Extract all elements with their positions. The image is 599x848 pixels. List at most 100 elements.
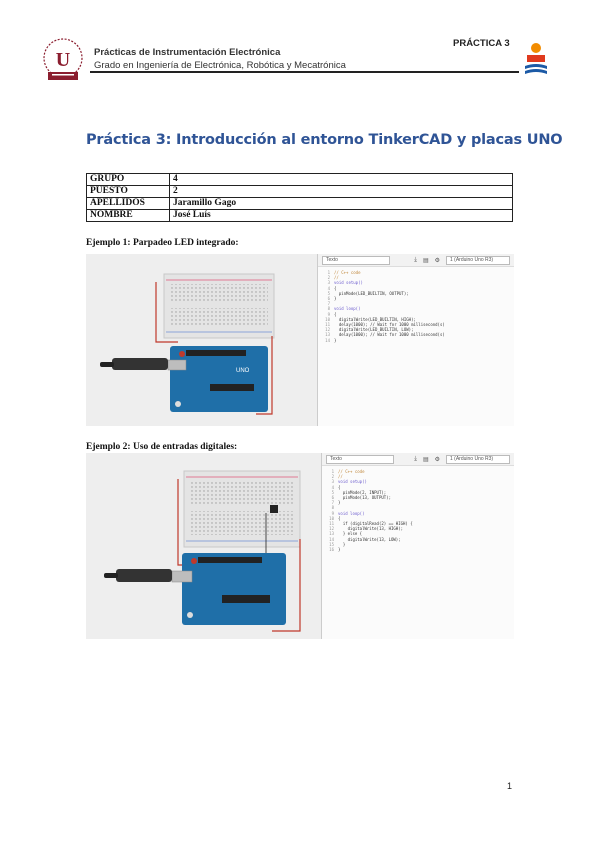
code-text: }	[338, 541, 346, 547]
code-text: void loop()	[334, 306, 361, 312]
line-number: 1	[327, 270, 330, 275]
table-row: APELLIDOS Jaramillo Gago	[86, 197, 513, 210]
line-number: 11	[329, 521, 334, 527]
example-1-label: Ejemplo 1: Parpadeo LED integrado:	[86, 238, 239, 248]
line-number: 7	[327, 301, 330, 307]
svg-text:U: U	[56, 49, 70, 71]
line-number: 11	[325, 322, 330, 328]
line-number: 5	[327, 290, 330, 296]
header-rule	[90, 71, 519, 73]
code-text: digitalWrite(LED_BUILTIN, HIGH);	[334, 316, 416, 322]
library-icon[interactable]: ⚙	[434, 456, 440, 463]
editor-toolbar: Texto ⤓ ▤ ⚙ 1 (Arduino Uno R3)	[322, 453, 514, 466]
code-line: 4{	[318, 286, 514, 291]
document-title: Práctica 3: Introducción al entorno Tink…	[86, 132, 563, 148]
code-text: delay(1000); // Wait for 1000 millisecon…	[334, 332, 445, 338]
code-line: 12 digitalWrite(13, HIGH);	[322, 526, 514, 531]
download-icon[interactable]: ⤓	[414, 455, 417, 462]
practice-tag: PRÁCTICA 3	[453, 38, 510, 49]
code-line: 10{	[322, 516, 514, 521]
code-line: 15 }	[322, 542, 514, 547]
code-line: 13 } else {	[322, 531, 514, 536]
code-line: 11 if (digitalRead(2) == HIGH) {	[322, 521, 514, 526]
code-line: 14}	[318, 338, 514, 343]
code-text: //	[334, 275, 339, 281]
line-number: 7	[331, 500, 334, 506]
line-number: 16	[329, 547, 334, 553]
code-line: 13 delay(1000); // Wait for 1000 millise…	[318, 332, 514, 337]
library-icon[interactable]: ⚙	[434, 257, 440, 264]
code-text: //	[338, 474, 343, 480]
code-text: pinMode(13, OUTPUT);	[338, 495, 391, 501]
line-number: 1	[331, 469, 334, 474]
row-key-apellidos: APELLIDOS	[86, 197, 170, 210]
svg-text:UNO: UNO	[236, 368, 250, 374]
print-icon[interactable]: ▤	[422, 456, 429, 463]
device-select[interactable]: 1 (Arduino Uno R3)	[446, 255, 510, 265]
line-number: 8	[327, 306, 330, 312]
page-number: 1	[507, 781, 513, 791]
line-number: 9	[327, 311, 330, 317]
circuit-1-canvas: UNO	[100, 273, 275, 415]
line-number: 3	[331, 479, 334, 485]
code-line: 9{	[318, 312, 514, 317]
row-value-nombre: José Luís	[169, 209, 513, 222]
header-title: Prácticas de Instrumentación Electrónica	[94, 47, 281, 58]
code-text: digitalWrite(LED_BUILTIN, LOW);	[334, 327, 414, 333]
line-number: 13	[325, 332, 330, 338]
code-line: 6 pinMode(13, OUTPUT);	[322, 495, 514, 500]
row-value-grupo: 4	[169, 173, 513, 186]
code-line: 4{	[322, 485, 514, 490]
code-text: {	[338, 484, 341, 490]
code-text: }	[334, 337, 337, 343]
code-line: 2//	[318, 275, 514, 280]
code-line: 14 digitalWrite(13, LOW);	[322, 537, 514, 542]
mode-select[interactable]: Texto	[322, 255, 390, 265]
code-editor-1[interactable]: Texto ⤓ ▤ ⚙ 1 (Arduino Uno R3) 1// C++ c…	[317, 254, 514, 426]
mode-select[interactable]: Texto	[326, 454, 394, 464]
code-editor-2[interactable]: Texto ⤓ ▤ ⚙ 1 (Arduino Uno R3) 1// C++ c…	[321, 453, 514, 639]
code-text: pinMode(2, INPUT);	[338, 489, 387, 495]
code-line: 11 delay(1000); // Wait for 1000 millise…	[318, 322, 514, 327]
code-line: 1// C++ code	[318, 270, 514, 275]
download-icon[interactable]: ⤓	[414, 256, 417, 263]
line-number: 14	[325, 337, 330, 343]
code-text: }	[338, 547, 341, 553]
breadboard	[163, 273, 275, 339]
device-select[interactable]: 1 (Arduino Uno R3)	[446, 454, 510, 464]
line-number: 6	[331, 495, 334, 501]
print-icon[interactable]: ▤	[422, 257, 429, 264]
line-number: 14	[329, 536, 334, 542]
line-number: 13	[329, 531, 334, 537]
code-line: 5 pinMode(LED_BUILTIN, OUTPUT);	[318, 291, 514, 296]
code-text: if (digitalRead(2) == HIGH) {	[338, 521, 413, 527]
row-key-puesto: PUESTO	[86, 185, 170, 198]
row-value-apellidos: Jaramillo Gago	[169, 197, 513, 210]
example-1-screenshot: UNO Texto ⤓ ▤ ⚙ 1 (Arduino Uno R3) 1// C…	[86, 254, 514, 426]
code-line: 16}	[322, 547, 514, 552]
code-text: void setup()	[338, 479, 367, 485]
arduino-board	[182, 553, 286, 625]
code-text: {	[334, 311, 337, 317]
line-number: 12	[329, 526, 334, 532]
code-line: 8 void loop()	[318, 306, 514, 311]
table-row: NOMBRE José Luís	[86, 209, 513, 222]
line-number: 4	[331, 484, 334, 490]
header-subtitle: Grado en Ingeniería de Electrónica, Robó…	[94, 60, 346, 71]
code-text: delay(1000); // Wait for 1000 millisecon…	[334, 322, 445, 328]
code-text: void loop()	[338, 510, 365, 516]
code-text: {	[334, 285, 337, 291]
line-number: 10	[329, 515, 334, 521]
line-number: 8	[331, 505, 334, 511]
code-line: 5 pinMode(2, INPUT);	[322, 490, 514, 495]
university-logo: U	[43, 38, 83, 80]
code-text: }	[334, 296, 337, 302]
example-2-label: Ejemplo 2: Uso de entradas digitales:	[86, 442, 238, 452]
line-number: 6	[327, 296, 330, 302]
code-text: void setup()	[334, 280, 363, 286]
code-line: 2//	[322, 474, 514, 479]
editor-toolbar: Texto ⤓ ▤ ⚙ 1 (Arduino Uno R3)	[318, 254, 514, 267]
